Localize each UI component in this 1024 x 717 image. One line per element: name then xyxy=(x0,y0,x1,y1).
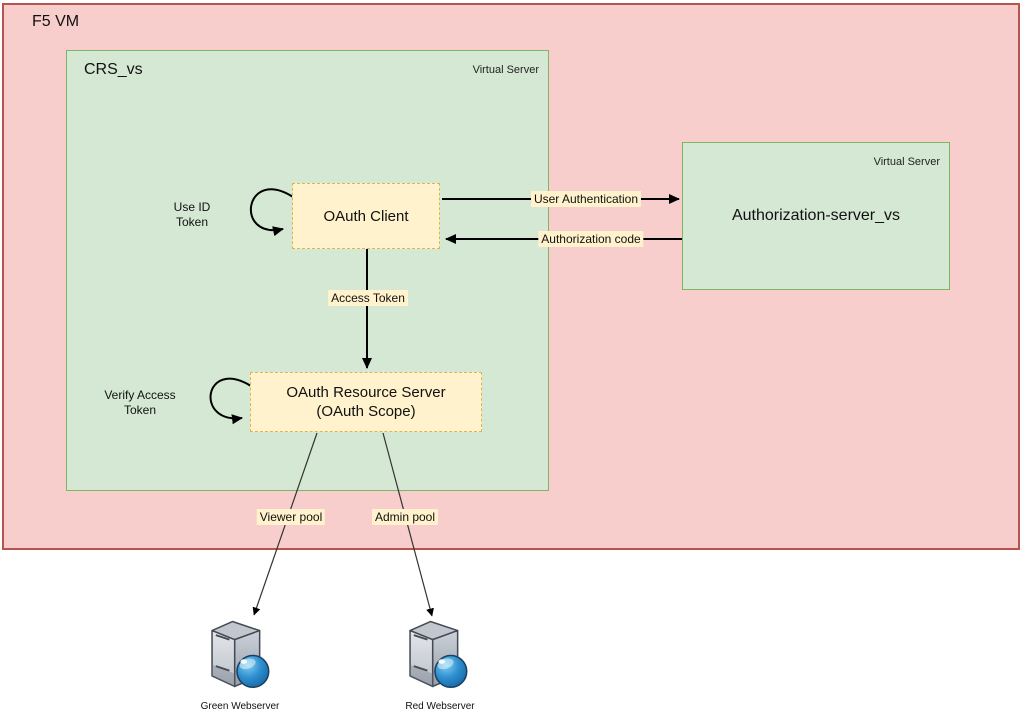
oauth-client-label: OAuth Client xyxy=(323,207,409,225)
oauth-client-node: OAuth Client xyxy=(292,183,440,249)
oauth-resource-server-node: OAuth Resource Server (OAuth Scope) xyxy=(250,372,482,432)
authorization-server-vs-container: Virtual Server Authorization-server_vs xyxy=(682,142,950,290)
red-webserver-icon xyxy=(409,620,468,688)
oauth-resource-server-label-line2: (OAuth Scope) xyxy=(316,403,416,420)
authorization-server-title: Authorization-server_vs xyxy=(731,207,901,224)
oauth-resource-server-label-line1: OAuth Resource Server xyxy=(286,384,446,401)
f5-vm-title: F5 VM xyxy=(32,13,80,30)
authorization-server-type-label: Virtual Server xyxy=(873,156,940,168)
user-authentication-label: User Authentication xyxy=(530,191,642,207)
crs-vs-title: CRS_vs xyxy=(84,61,143,78)
verify-access-token-annotation: Verify Access Token xyxy=(104,388,176,417)
red-webserver-label: Red Webserver xyxy=(405,701,475,712)
crs-vs-type-label: Virtual Server xyxy=(472,64,539,76)
use-id-token-annotation: Use ID Token xyxy=(173,200,211,229)
admin-pool-label: Admin pool xyxy=(371,509,439,525)
access-token-label: Access Token xyxy=(328,290,408,306)
authorization-code-label: Authorization code xyxy=(538,231,644,247)
green-webserver-label: Green Webserver xyxy=(200,701,280,712)
viewer-pool-label: Viewer pool xyxy=(256,509,326,525)
green-webserver-icon xyxy=(211,620,270,688)
